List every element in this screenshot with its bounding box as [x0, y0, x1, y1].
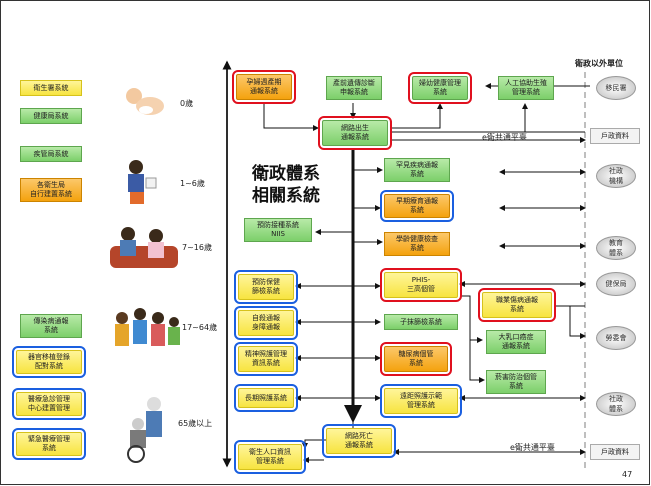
age-label-1: 1~6歲 — [180, 179, 205, 188]
elderly-illustration — [122, 394, 174, 464]
early-intervention-system: 早期療育通報 系統 — [380, 190, 454, 222]
outside-unit-education: 教育 體系 — [596, 236, 636, 260]
rare-disease-system: 罕見疾病通報 系統 — [384, 158, 450, 182]
long-term-care-system: 長期照護系統 — [234, 384, 298, 412]
outside-unit-immigration: 移民署 — [596, 76, 636, 100]
legend-organ-transplant-system: 器官移植登錄 配對系統 — [12, 346, 86, 378]
phis-chronic-management: PHIS- 三高個管 — [380, 268, 462, 302]
outside-unit-social-2: 社政 體系 — [596, 392, 636, 416]
health-population-system: 衛生人口資訊 管理系統 — [234, 440, 306, 474]
diabetes-management-system: 糖尿病個管 系統 — [380, 342, 452, 376]
pap-smear-system: 子抹篩檢系統 — [384, 314, 458, 330]
exchange-platform-label-bottom: e衛共通平臺 — [510, 443, 555, 452]
legend-emergency-management-system: 緊急醫療管理 系統 — [12, 428, 86, 460]
birth-report-system: 網路出生 通報系統 — [318, 116, 392, 150]
assisted-reproduction-system: 人工協助生殖 管理系統 — [498, 76, 554, 100]
outside-unit-social: 社政 機構 — [596, 164, 636, 188]
legend-emergency-center-system: 醫療急診管理 中心建置管理 — [12, 388, 86, 420]
outside-unit-nhi: 健保局 — [596, 272, 636, 296]
legend-local-health-system: 各衛生局 自行建置系統 — [20, 178, 82, 202]
maternal-child-health-system: 婦幼健康管理 系統 — [408, 72, 472, 104]
age-label-4: 65歲以上 — [178, 419, 213, 428]
exchange-platform-label-top: e衛共通平臺 — [482, 133, 527, 142]
outside-unit-household-bottom: 戶政資料 — [590, 444, 640, 460]
suicide-disability-report: 自殺通報 身障通報 — [234, 306, 298, 340]
diagram-title: 衛政體系 相關系統 — [252, 164, 320, 206]
legend-cdc-system: 疾管局系統 — [20, 146, 82, 162]
pregnancy-report-system: 孕婦週產期 通報系統 — [232, 70, 296, 104]
death-report-system: 網路死亡 通報系統 — [322, 424, 396, 458]
outside-unit-household-top: 戶政資料 — [590, 128, 640, 144]
child-illustration — [118, 158, 162, 208]
vaccination-system-niis: 預防接種系統 NIIS — [244, 218, 312, 242]
page-number: 47 — [622, 470, 633, 479]
mental-care-system: 精神照護管理 資訊系統 — [234, 342, 298, 376]
cancer-report-system: 大乳口癌症 通報系統 — [486, 330, 546, 354]
age-label-2: 7~16歲 — [182, 243, 212, 252]
school-health-exam-system: 學齡健康檢查 系統 — [384, 232, 450, 256]
preventive-screening-system: 預防保健 篩檢系統 — [234, 270, 298, 304]
prenatal-genetic-system: 產前遺傳診斷 申報系統 — [326, 76, 382, 100]
tobacco-control-system: 菸害防治個管 系統 — [486, 370, 546, 394]
family-illustration — [108, 222, 180, 270]
legend-doh-system: 衛生署系統 — [20, 80, 82, 96]
age-label-0: 0歲 — [180, 99, 194, 108]
occupational-injury-system: 職業傷病通報 系統 — [478, 288, 556, 322]
legend-infectious-disease-system: 傳染病通報 系統 — [20, 314, 82, 338]
legend-health-bureau-system: 健康局系統 — [20, 108, 82, 124]
group-illustration — [108, 304, 182, 354]
age-label-3: 17~64歲 — [182, 323, 218, 332]
baby-illustration — [120, 84, 168, 120]
outside-unit-labor: 勞委會 — [596, 326, 636, 350]
outside-units-header: 衛政以外單位 — [575, 59, 623, 68]
telecare-demo-system: 遠距照護示範 管理系統 — [380, 384, 462, 418]
